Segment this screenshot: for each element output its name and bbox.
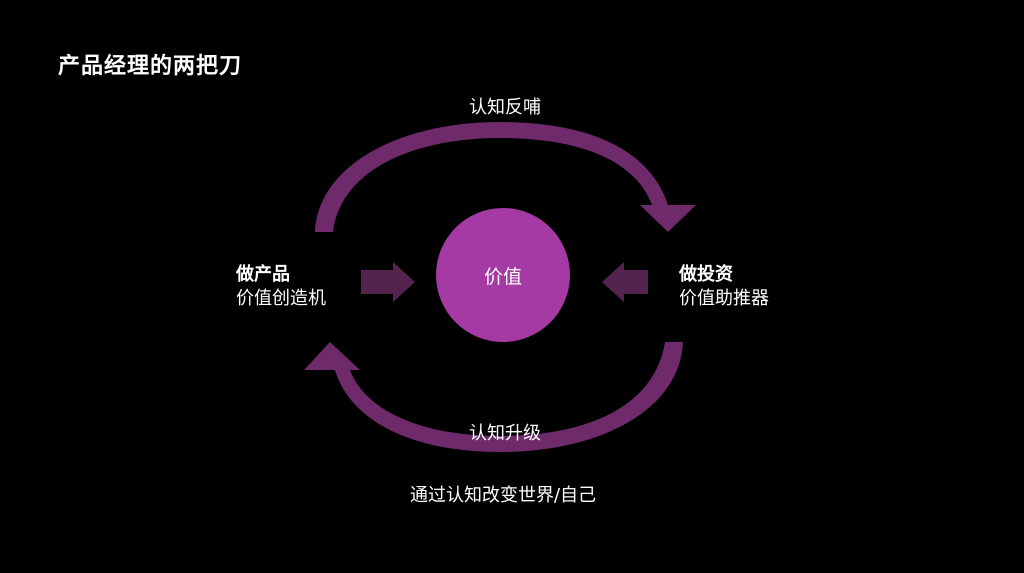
top-arc-arrow [315, 122, 696, 232]
left-node: 做产品 价值创造机 [236, 263, 326, 311]
bottom-arc-arrow [304, 342, 683, 452]
left-subtitle: 价值创造机 [236, 288, 326, 309]
right-subtitle: 价值助推器 [679, 288, 769, 309]
right-input-arrow [602, 262, 648, 302]
footer-caption: 通过认知改变世界/自己 [409, 485, 597, 506]
top-cycle-label: 认知反哺 [469, 97, 541, 118]
left-heading: 做产品 [236, 264, 290, 285]
value-label: 价值 [483, 265, 522, 288]
right-heading: 做投资 [679, 264, 733, 285]
bottom-cycle-label: 认知升级 [469, 423, 541, 444]
page-title: 产品经理的两把刀 [58, 54, 243, 79]
left-input-arrow [361, 262, 415, 302]
right-node: 做投资 价值助推器 [679, 263, 769, 311]
value-circle: 价值 [436, 208, 570, 342]
